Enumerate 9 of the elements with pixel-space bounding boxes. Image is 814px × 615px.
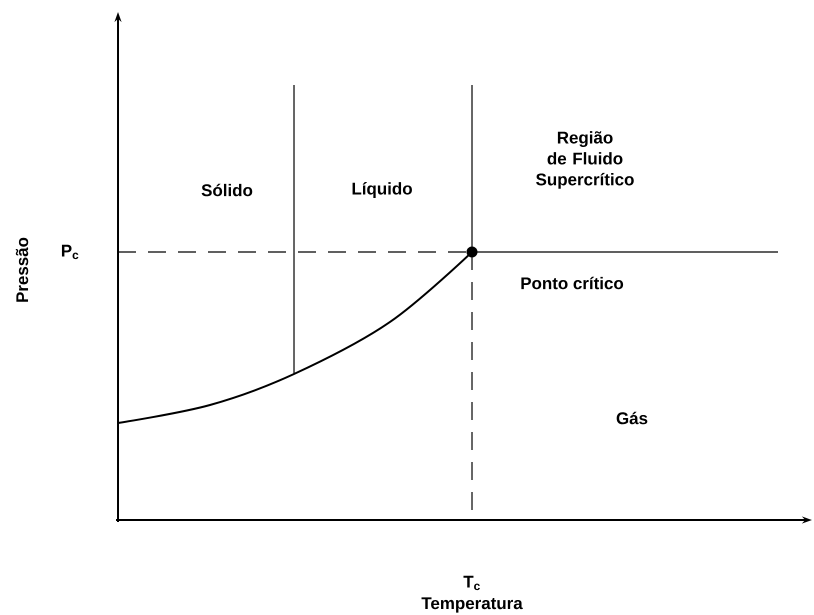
axis-tick-label: T$_{c}$ xyxy=(463,576,480,590)
axis-title: Pressão xyxy=(16,238,28,302)
region-label: Sólido xyxy=(202,184,252,196)
point-label: Ponto crítico xyxy=(521,276,624,290)
region-label: Região de Fluido Supercrítico xyxy=(536,131,634,189)
axis-title: Temperatura xyxy=(422,597,523,613)
axis-tick-label: P$_{c}$ xyxy=(62,244,78,260)
region-label: Gás xyxy=(616,412,648,424)
region-label: Líquido xyxy=(352,182,412,198)
